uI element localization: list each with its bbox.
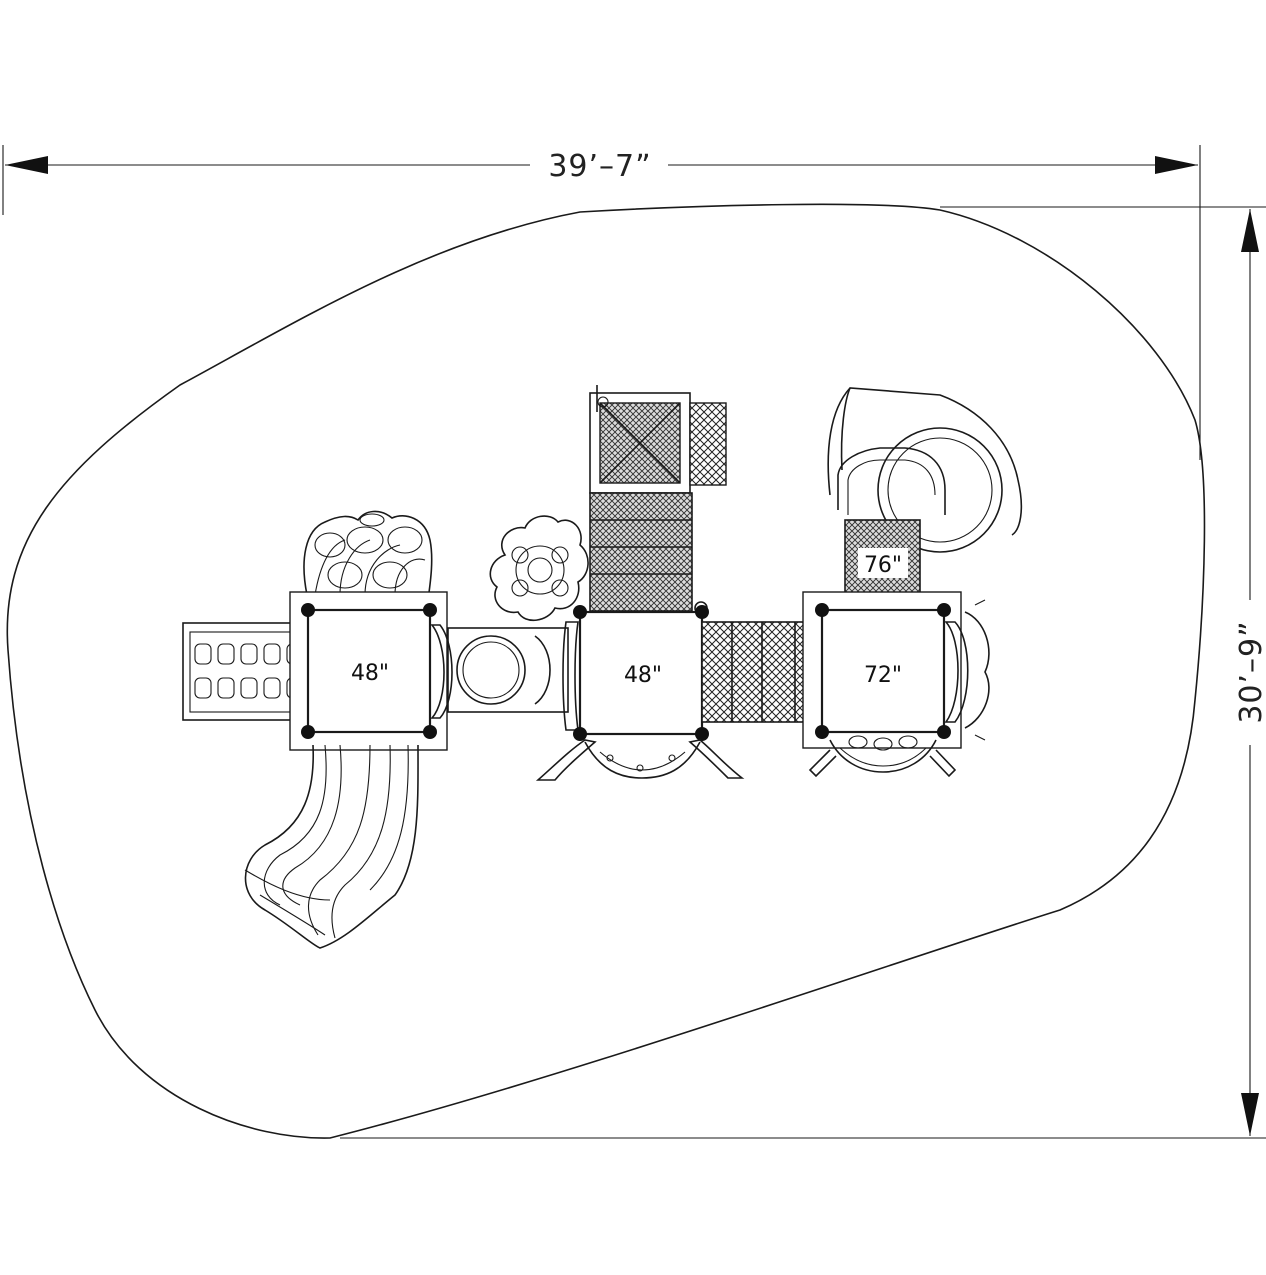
deck-upper-label: 76" bbox=[864, 553, 902, 578]
deck-center: 48" bbox=[562, 605, 709, 741]
deck-right: 72" bbox=[802, 591, 962, 749]
leaf-climber-top bbox=[303, 510, 433, 601]
stair-steps bbox=[589, 492, 708, 615]
panel-climber-left bbox=[182, 622, 309, 721]
height-dimension-label: 30’–9” bbox=[1234, 620, 1266, 723]
bottom-climber-right bbox=[808, 735, 957, 778]
tunnel-crawl bbox=[447, 627, 569, 713]
width-dimension: 39’–7” bbox=[2, 145, 1201, 460]
deck-center-label: 48" bbox=[624, 663, 662, 688]
side-climber-right bbox=[944, 599, 990, 741]
height-dimension: 30’–9” bbox=[340, 206, 1266, 1139]
deck-left: 48" bbox=[289, 591, 448, 751]
deck-right-label: 72" bbox=[864, 663, 902, 688]
deck-left-label: 48" bbox=[351, 661, 389, 686]
double-wave-slide bbox=[244, 744, 419, 949]
width-dimension-label: 39’–7” bbox=[548, 149, 651, 184]
bridge-walkway bbox=[701, 621, 823, 723]
shell-entry bbox=[535, 739, 745, 781]
use-zone-boundary bbox=[6, 203, 1206, 1139]
flower-climber bbox=[489, 515, 589, 621]
spiral-slide bbox=[827, 387, 1023, 553]
climber-tower bbox=[589, 385, 727, 494]
